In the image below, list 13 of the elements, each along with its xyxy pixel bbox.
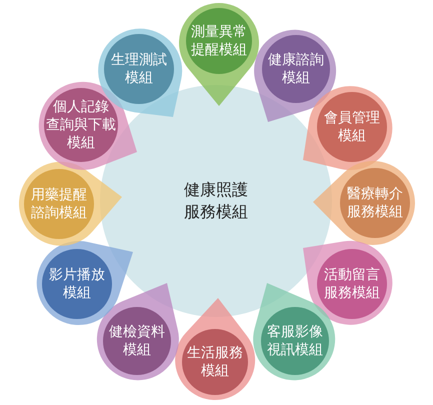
hub-label: 健康照護服務模組 bbox=[184, 179, 248, 223]
module-label: 活動留言服務模組 bbox=[324, 266, 380, 302]
module-label: 健康諮詢模組 bbox=[268, 51, 324, 87]
module-label: 個人記錄查詢與下載模組 bbox=[46, 98, 116, 152]
module-label: 生活服務模組 bbox=[187, 344, 243, 380]
module-label: 會員管理模組 bbox=[324, 109, 380, 145]
module-label: 測量異常提醒模組 bbox=[191, 23, 247, 59]
module-label: 健檢資料模組 bbox=[109, 323, 165, 359]
module-label: 客服影像視訊模組 bbox=[267, 323, 323, 359]
module-label: 用藥提醒諮詢模組 bbox=[31, 186, 87, 222]
module-label: 醫療轉介服務模組 bbox=[347, 185, 403, 221]
module-label: 生理測試模組 bbox=[111, 51, 167, 87]
module-label: 影片播放模組 bbox=[49, 266, 105, 302]
